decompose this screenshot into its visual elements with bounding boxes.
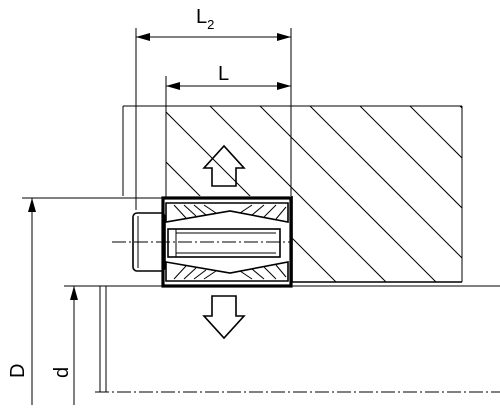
hub-hatching [123,106,462,282]
locking-ring [112,196,293,288]
ring-lower-cone [165,261,289,282]
inner-diameter-label: d [51,367,73,378]
outer-diameter-label: D [7,364,29,378]
ring-upper-cone [165,202,289,223]
dimension-outer-diameter: D [7,197,163,405]
expansion-arrow-up [202,144,246,187]
dimension-inner-diameter: d [51,285,100,405]
shaft [70,285,500,393]
hub-section [122,105,463,283]
contraction-arrow-down [202,295,246,340]
l2-label: L2 [196,6,214,32]
dimension-l2: L2 [135,6,292,210]
l-label: L [218,63,229,85]
locking-screw [112,212,292,272]
dimension-l: L [165,63,291,198]
screw-shank [167,228,281,258]
